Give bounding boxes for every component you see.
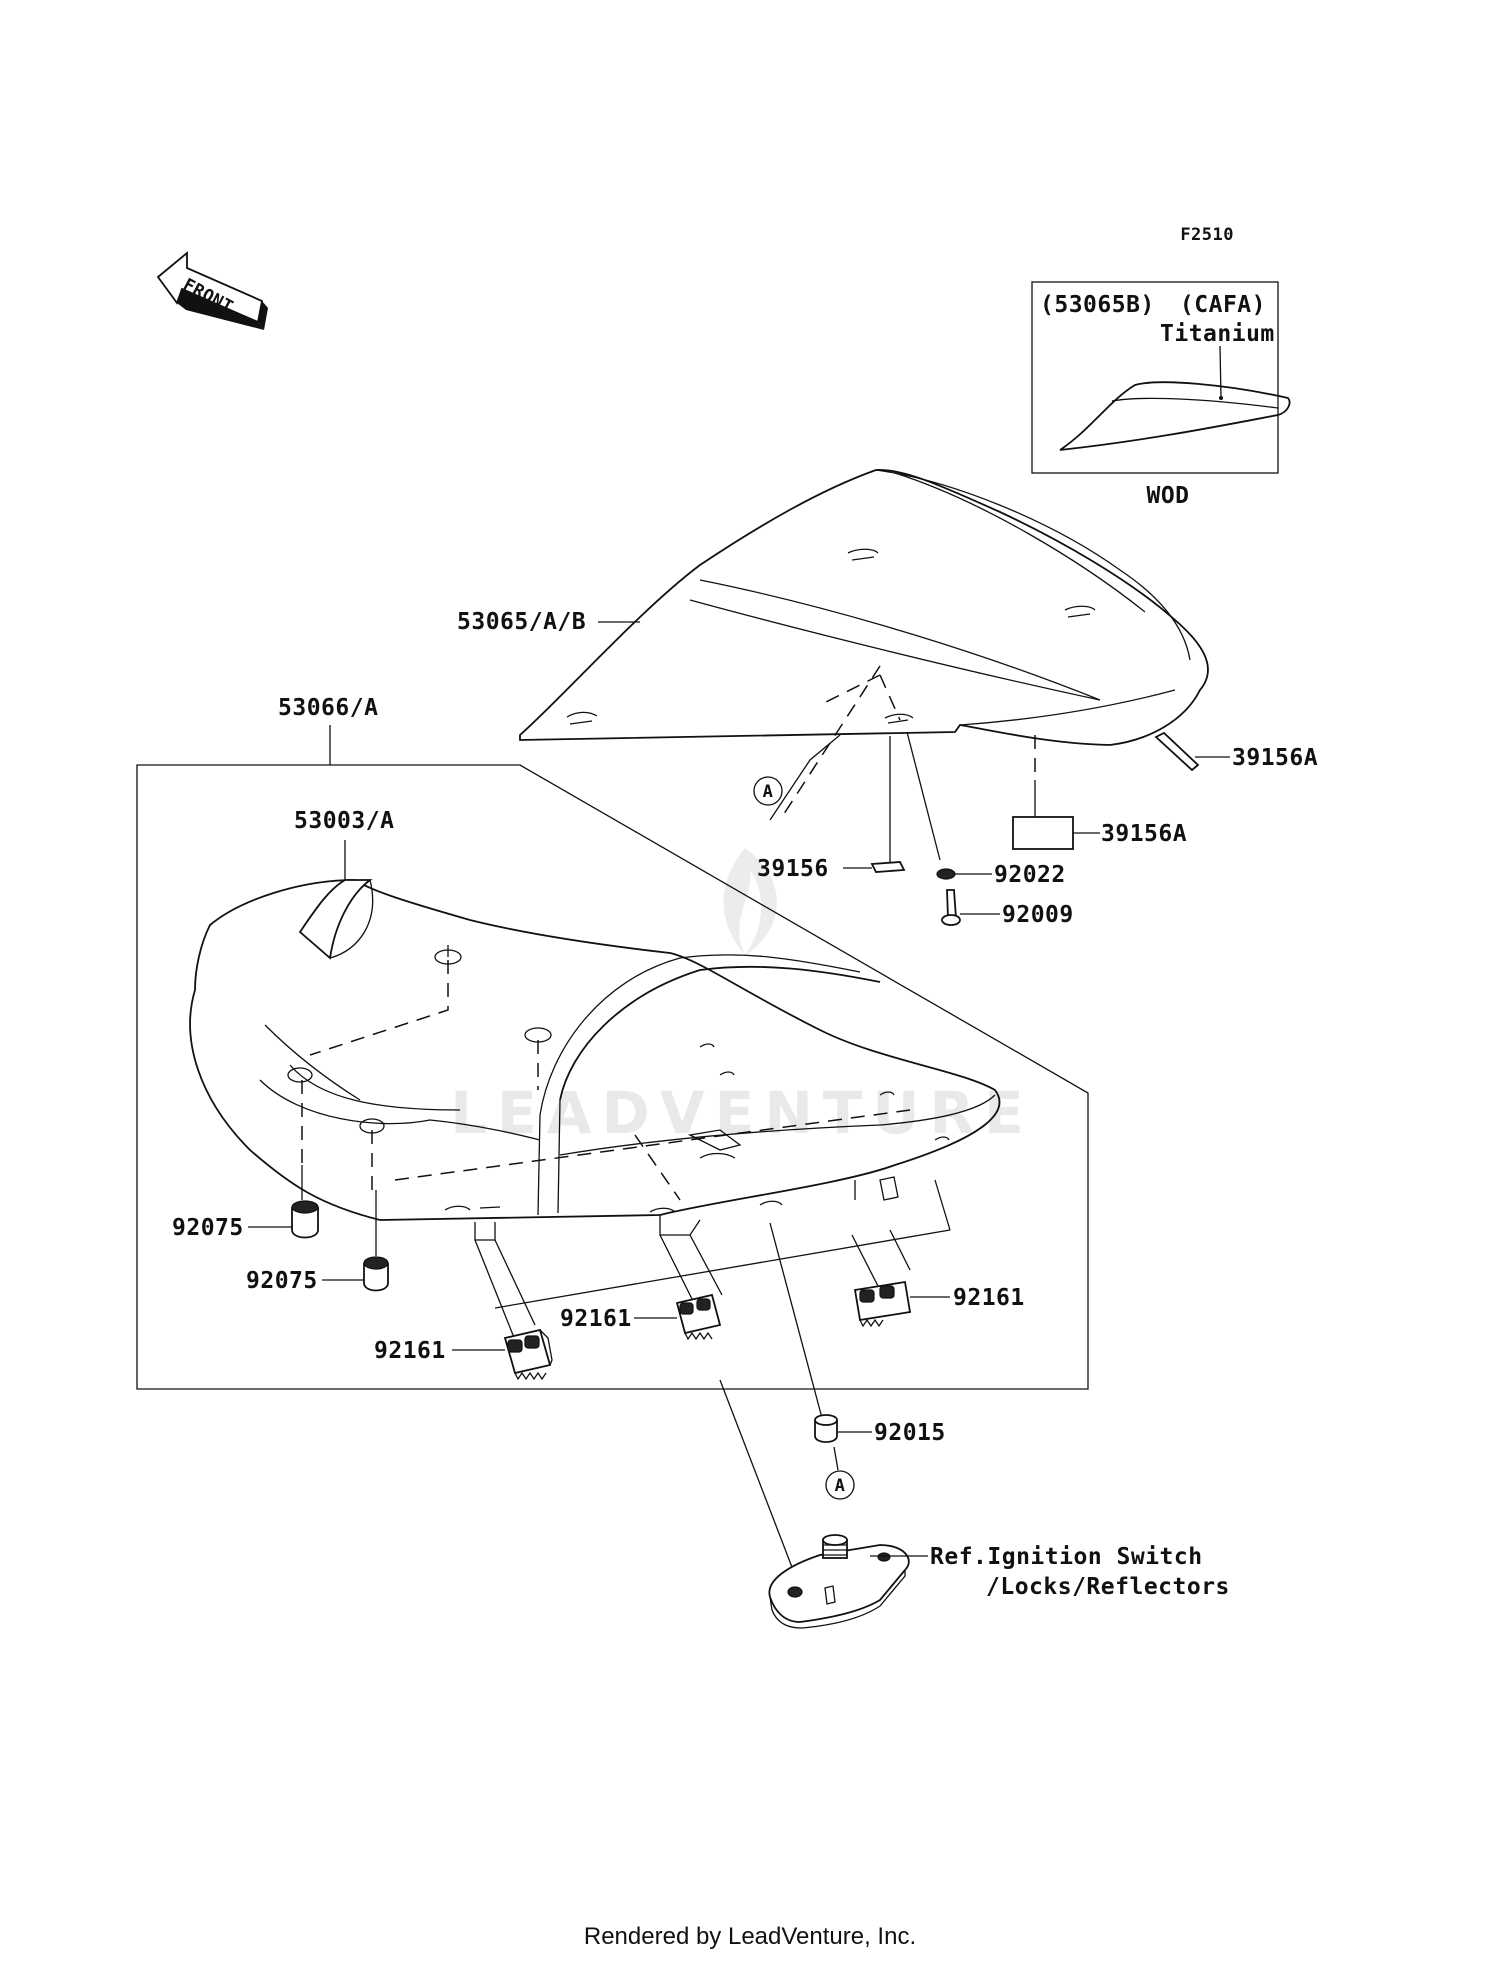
callout-92022: 92022 [994,862,1066,888]
callout-39156a-top: 39156A [1232,745,1318,771]
inset-color-code: (CAFA) [1180,292,1266,318]
callout-53003: 53003/A [294,808,394,834]
rubber-92075-rear [363,1256,389,1292]
inset-color-name: Titanium [1160,321,1275,347]
seat [189,879,1001,1221]
callout-92015: 92015 [874,1420,946,1446]
callout-53065: 53065/A/B [457,609,586,635]
seat-assy-box [136,764,1089,1390]
callout-39156: 39156 [757,856,829,882]
footer-credit: Rendered by LeadVenture, Inc. [584,1923,916,1950]
damper-92161-left [503,1328,553,1381]
seat-cover [519,469,1209,746]
variant-inset: (53065B) (CAFA) Titanium WOD [1031,281,1291,509]
callout-ref-ignition-line1: Ref.Ignition Switch [930,1544,1203,1570]
inset-part-number: (53065B) [1040,292,1155,318]
callout-92161-right: 92161 [953,1285,1025,1311]
watermark: LEADVENTURE [450,848,1024,1147]
ref-point-bottom: A [835,1476,846,1496]
ref-circle-top [753,776,783,806]
damper-92161-mid [675,1293,722,1341]
callout-92161-left: 92161 [374,1338,446,1364]
bolt-92009 [941,889,961,926]
callout-92009: 92009 [1002,902,1074,928]
inset-caption: WOD [1146,483,1189,509]
front-arrow-icon: FRONT [156,251,268,330]
figure-code: F2510 [1180,225,1234,245]
seat-lock-latch [768,1534,910,1629]
callout-53066: 53066/A [278,695,378,721]
ref-point-top: A [763,782,774,802]
washer-92022 [936,868,956,880]
callout-39156a-bottom: 39156A [1101,821,1187,847]
rubber-92075-front [291,1200,319,1239]
callout-92161-mid: 92161 [560,1306,632,1332]
collar-92015 [814,1414,838,1443]
callout-92075-rear: 92075 [246,1268,318,1294]
callout-ref-ignition-line2: /Locks/Reflectors [986,1574,1230,1600]
tape-39156a-bottom [1012,816,1074,850]
tape-39156 [870,861,906,873]
callout-92075-front: 92075 [172,1215,244,1241]
damper-92161-right [853,1280,912,1328]
ref-circle-bottom [825,1470,855,1500]
tape-39156a-top [1154,731,1200,772]
